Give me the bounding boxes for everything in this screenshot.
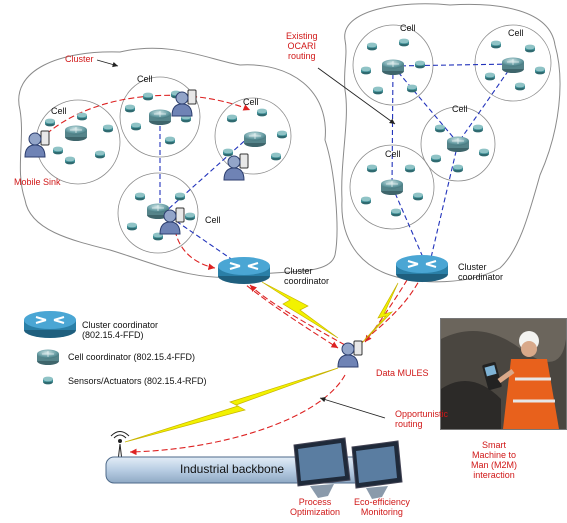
- cell-circle: [474, 24, 552, 102]
- mobile-sink-label: Mobile Sink: [14, 177, 61, 187]
- industrial-backbone-label: Industrial backbone: [180, 462, 285, 476]
- wireless-link-bolt: [359, 282, 399, 346]
- mule-route: [357, 274, 423, 346]
- cell-circle: [349, 144, 435, 230]
- cell-label: Cell: [400, 23, 416, 33]
- data-mules-label: Data MULES: [376, 368, 429, 378]
- mule-route: [249, 284, 346, 346]
- wireless-link-bolt: [261, 281, 339, 339]
- cell-label: Cell: [205, 215, 221, 225]
- blue-route: [391, 185, 426, 263]
- blue-route: [391, 65, 394, 187]
- cluster-right-boundary: [341, 3, 561, 283]
- cell-label: Cell: [137, 74, 153, 84]
- router-large-icon: [23, 310, 77, 339]
- cell-label: Cell: [508, 28, 524, 38]
- data-mule-person: [337, 340, 363, 368]
- existing-routing-label: Existing OCARI routing: [286, 31, 318, 61]
- existing-routing-arrow: [317, 67, 396, 125]
- mule-route: [239, 279, 339, 349]
- worker-photo: [440, 318, 567, 430]
- cell-label: Cell: [385, 149, 401, 159]
- cluster-coordinator-router: [395, 254, 449, 283]
- cell-label: Cell: [452, 104, 468, 114]
- cell-label: Cell: [243, 97, 259, 107]
- cell-circle: [117, 172, 199, 254]
- legend-sensors-actuators: Sensors/Actuators (802.15.4-RFD): [68, 376, 207, 386]
- process-optimization-label: Process Optimization: [290, 497, 341, 517]
- cell-circle: [119, 76, 201, 158]
- cell-circle: [214, 97, 292, 175]
- wireless-link-bolt: [124, 367, 339, 443]
- cluster-coordinator-label: Cluster coordinator: [458, 262, 504, 282]
- monitor-icon: [351, 440, 403, 499]
- opportunistic-route: [129, 374, 346, 456]
- opportunistic-arrow: [319, 397, 386, 419]
- cluster-coordinator-router: [217, 256, 271, 285]
- mobile-sink-route: [39, 94, 251, 141]
- cluster-label: Cluster: [65, 54, 94, 64]
- mobile-sink-route: [174, 229, 216, 270]
- smart-m2m-label: Smart Machine to Man (M2M) interaction: [471, 440, 518, 480]
- legend-cluster-coordinator: Cluster coordinator (802.15.4-FFD): [82, 320, 159, 340]
- blue-route: [429, 142, 459, 263]
- cell-label: Cell: [51, 106, 67, 116]
- monitor-icon: [293, 437, 351, 498]
- blue-route: [392, 63, 515, 144]
- router-small-icon: [36, 349, 60, 366]
- cell-coordinator-nodes: [64, 57, 525, 220]
- mobile-sink-person: [24, 130, 50, 158]
- opportunistic-routing-label: Opportunistic routing: [395, 409, 449, 429]
- legend-cell-coordinator: Cell coordinator (802.15.4-FFD): [68, 352, 196, 362]
- eco-efficiency-label: Eco-efficiency Monitoring: [354, 497, 410, 517]
- cluster-coordinator-label: Cluster coordinator: [284, 266, 330, 286]
- blue-route: [164, 135, 251, 213]
- cell-circle: [420, 106, 496, 182]
- cluster-arrow: [96, 59, 119, 68]
- cluster-left-boundary: [18, 47, 338, 278]
- sensor-icon: [43, 376, 53, 385]
- data-mule-person: [223, 153, 249, 181]
